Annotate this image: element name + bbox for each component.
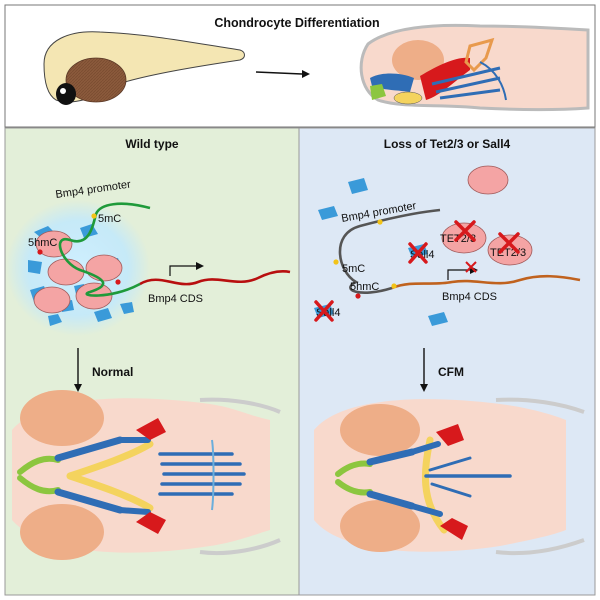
chromatin-strand — [58, 202, 151, 297]
larval-head-side — [359, 23, 590, 111]
page-title: Chondrocyte Differentiation — [214, 16, 379, 30]
5mc-mark — [91, 213, 97, 219]
lost-x-icon — [498, 232, 520, 254]
zebrafish-embryo — [43, 31, 245, 105]
arrowhead-icon — [196, 262, 204, 270]
block-x-icon — [465, 261, 477, 273]
cfm-larval-head — [314, 397, 585, 556]
5hmc-label: 5hmC — [28, 237, 57, 249]
normal-larval-head — [12, 390, 281, 560]
arrowhead-icon — [420, 384, 428, 392]
mutant-title: Loss of Tet2/3 or Sall4 — [384, 137, 511, 151]
5hmc-mark — [37, 249, 43, 255]
normal-label: Normal — [92, 365, 133, 379]
lost-x-icon — [314, 300, 334, 322]
tss-arrow — [447, 269, 470, 280]
bmp4-cds-strand — [139, 269, 291, 286]
nucleosomes — [33, 230, 123, 314]
bmp4-cds-strand — [391, 274, 581, 290]
lost-x-icon — [454, 220, 476, 242]
5hmc-mark — [355, 293, 361, 299]
free-nucleosomes — [441, 165, 533, 266]
5hmc-mark — [115, 279, 121, 285]
5hmc-label: 5hmC — [350, 281, 379, 293]
wild-type-title: Wild type — [125, 137, 179, 151]
transcription-factors — [318, 178, 448, 326]
cds-label: Bmp4 CDS — [442, 291, 497, 303]
chromatin-strand — [338, 208, 441, 294]
arrow-stage — [255, 71, 303, 75]
5mc-mark — [377, 219, 383, 225]
5mc-label: 5mC — [342, 263, 365, 275]
lost-x-icon — [408, 242, 428, 264]
tss-arrow — [169, 265, 196, 276]
arrowhead-icon — [74, 384, 82, 392]
5mc-mark — [391, 283, 397, 289]
arrowhead-icon — [302, 70, 310, 78]
5mc-mark — [333, 259, 339, 265]
cfm-label: CFM — [438, 365, 464, 379]
5mc-label: 5mC — [98, 213, 121, 225]
tet-label: TET2/3 — [490, 247, 526, 259]
cds-label: Bmp4 CDS — [148, 293, 203, 305]
